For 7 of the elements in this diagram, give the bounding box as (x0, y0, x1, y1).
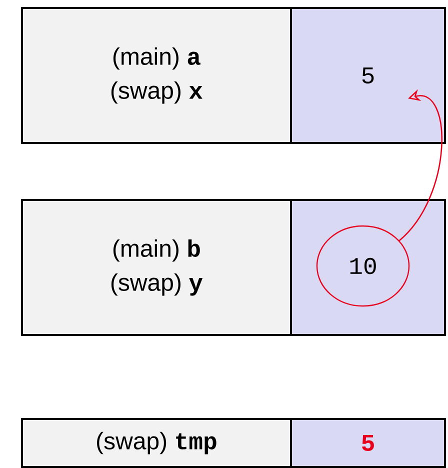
circled-value: 10 (316, 225, 410, 307)
value-box (290, 199, 446, 336)
name-box: (main) a (swap) x (21, 7, 292, 144)
value-box: 5 (290, 418, 446, 468)
value-box: 5 (290, 7, 446, 144)
name-box: (swap) tmp (21, 418, 292, 468)
name-box: (main) b (swap) y (21, 199, 292, 336)
